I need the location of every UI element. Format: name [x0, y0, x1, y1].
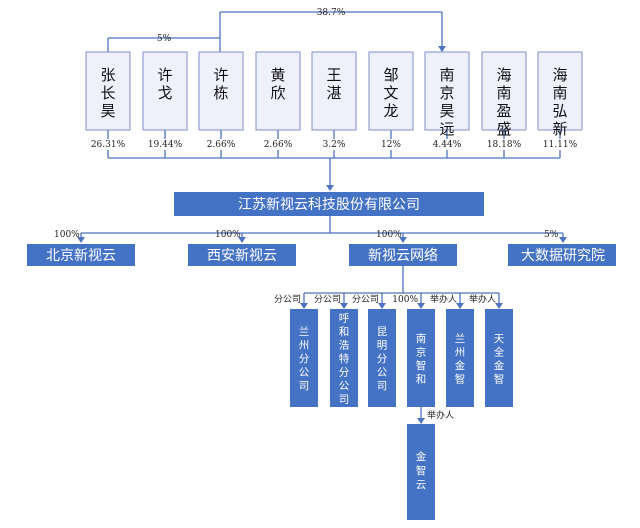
shareholder-box: [311, 51, 357, 131]
shareholder-box: [198, 51, 244, 131]
shareholder-box: [537, 51, 583, 131]
branch-arrow: [340, 303, 348, 309]
sub-arrow: [399, 237, 407, 243]
branch-arrow: [495, 303, 503, 309]
branch-box: [330, 309, 358, 407]
shareholder-name: 邹文龙: [383, 66, 398, 120]
branch-name: 南京智和: [416, 332, 427, 386]
shareholder-box: [481, 51, 527, 131]
branch-box: [446, 309, 474, 407]
subsidiary-name: 西安新视云: [207, 248, 277, 264]
sub-percent: 100%: [215, 230, 241, 240]
branch-label: 分公司: [352, 294, 379, 305]
shareholder-box: [85, 51, 131, 131]
shareholder-name: 黄欣: [270, 66, 285, 102]
branch-name: 兰州金智: [455, 332, 466, 386]
company-name: 江苏新视云科技股份有限公司: [238, 197, 420, 213]
shareholder-box: [424, 51, 470, 131]
shareholder-percent: 2.66%: [264, 140, 293, 150]
shareholder-percent: 12%: [381, 140, 401, 150]
sub-arrow: [559, 237, 567, 243]
shareholder-percent: 19.44%: [148, 140, 183, 150]
shareholder-name: 张长昊: [100, 66, 115, 120]
sub-percent: 100%: [54, 230, 80, 240]
shareholder-name: 许栋: [213, 66, 228, 102]
branch-box: [407, 309, 435, 407]
sub-percent: 100%: [376, 230, 402, 240]
branch-name: 天全金智: [494, 333, 505, 386]
shareholder-percent: 2.66%: [207, 140, 236, 150]
subsidiary-box: [508, 244, 616, 266]
trunk-arrow: [326, 185, 334, 191]
branch-label: 100%: [392, 295, 418, 305]
subsidiary-name: 大数据研究院: [521, 248, 605, 264]
branch-arrow: [456, 303, 464, 309]
subsidiary-name: 北京新视云: [46, 248, 116, 264]
shareholder-name: 南京昊远: [439, 66, 454, 138]
branch-label: 分公司: [274, 294, 301, 305]
branch-name: 呼和浩特分公司: [339, 313, 350, 406]
link-5-label: 5%: [157, 34, 172, 44]
shareholder-name: 海南弘新: [552, 66, 567, 138]
subbranch-box: [407, 424, 435, 520]
branch-box: [368, 309, 396, 407]
shareholder-box: [255, 51, 301, 131]
shareholder-box: [142, 51, 188, 131]
shareholder-percent: 26.31%: [91, 140, 126, 150]
subsidiary-box: [188, 244, 296, 266]
branch-name: 兰州分公司: [299, 325, 310, 392]
shareholder-box: [368, 51, 414, 131]
subbranch-label: 举办人: [427, 409, 454, 421]
shareholder-name: 海南盈盛: [496, 66, 511, 138]
company-box: [174, 192, 484, 216]
subsidiary-name: 新视云网络: [368, 248, 438, 264]
sub-arrow: [238, 237, 246, 243]
branch-box: [485, 309, 513, 407]
link-387-label: 38.7%: [317, 8, 346, 18]
branch-box: [290, 309, 318, 407]
subbranch-arrow: [417, 418, 425, 424]
branch-arrow: [378, 303, 386, 309]
branch-label: 分公司: [314, 294, 341, 305]
shareholder-percent: 3.2%: [323, 140, 346, 150]
link-387-arrow: [438, 46, 446, 52]
branch-label: 举办人: [430, 293, 457, 305]
branch-arrow: [300, 303, 308, 309]
subbranch-name: 金智云: [416, 450, 427, 491]
branch-name: 昆明分公司: [377, 326, 388, 392]
branch-label: 举办人: [469, 293, 496, 305]
shareholder-name: 王湛: [326, 66, 341, 102]
shareholder-name: 许戈: [157, 66, 172, 102]
shareholder-percent: 18.18%: [487, 140, 522, 150]
shareholder-percent: 4.44%: [433, 140, 462, 150]
shareholder-percent: 11.11%: [543, 140, 578, 150]
sub-arrow: [77, 237, 85, 243]
subsidiary-box: [27, 244, 135, 266]
subsidiary-box: [349, 244, 457, 266]
branch-arrow: [417, 303, 425, 309]
sub-percent: 5%: [544, 230, 559, 240]
